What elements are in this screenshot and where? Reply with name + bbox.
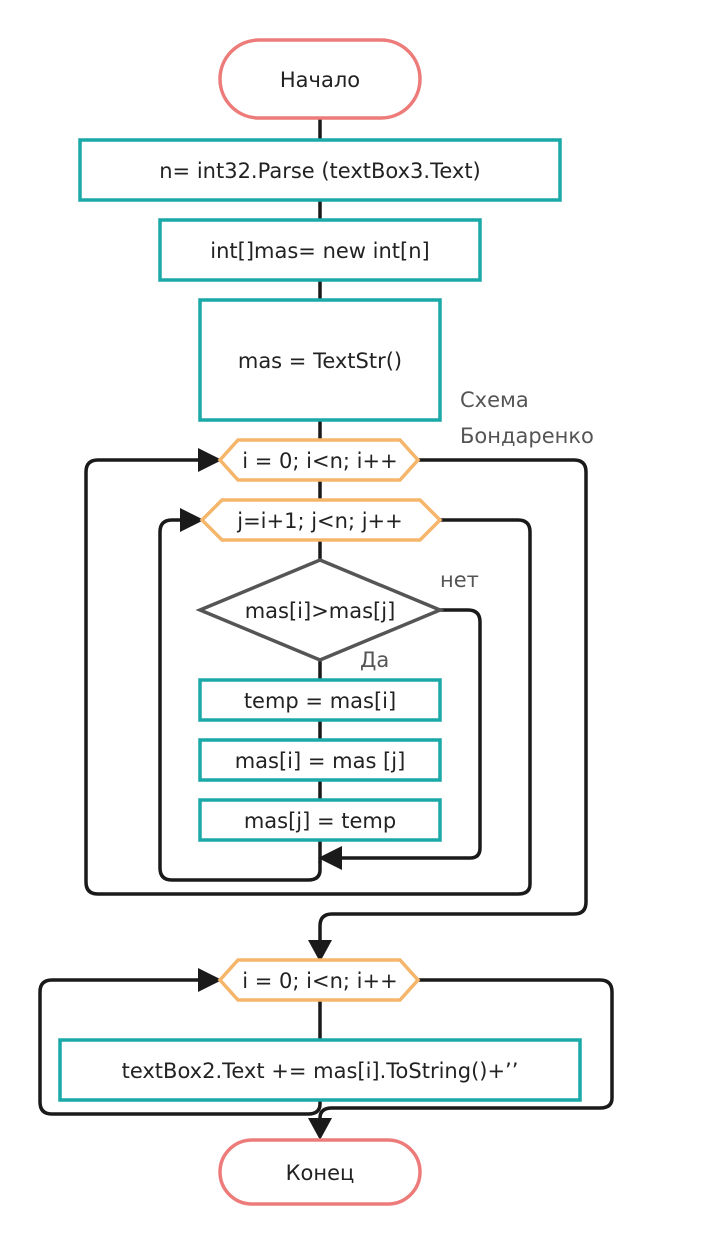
arrowhead-to-end	[308, 1118, 332, 1140]
process-parse-n: n= int32.Parse (textBox3.Text)	[78, 138, 562, 202]
connector-inner-loop-exit	[84, 458, 532, 896]
parse-n-label: n= int32.Parse (textBox3.Text)	[159, 159, 481, 183]
loop-j-hexagon: j=i+1; j<n; j++	[199, 498, 443, 542]
branch-no-label: нет	[440, 568, 479, 592]
branch-yes-label: Да	[360, 648, 389, 672]
loop-j-label: j=i+1; j<n; j++	[236, 509, 403, 533]
scheme-label-line2: Бондаренко	[460, 424, 594, 448]
swap-1-label: temp = mas[i]	[244, 689, 396, 713]
connector-output-loop-exit	[318, 978, 614, 1122]
process-swap-1: temp = mas[i]	[198, 678, 442, 722]
swap-3-label: mas[j] = temp	[244, 809, 396, 833]
connector-no-branch	[338, 608, 482, 860]
process-swap-3: mas[j] = temp	[198, 798, 442, 842]
new-array-label: int[]mas= new int[n]	[210, 239, 429, 263]
process-new-array: int[]mas= new int[n]	[158, 218, 482, 282]
arrowhead-outer-loop	[198, 448, 222, 472]
process-text-str: mas = TextStr()	[198, 298, 442, 422]
loop-i-hexagon: i = 0; i<n; i++	[217, 438, 421, 482]
start-label: Начало	[280, 68, 360, 92]
swap-2-label: mas[i] = mas [j]	[235, 749, 406, 773]
output-label: textBox2.Text += mas[i].ToString()+’’	[122, 1059, 519, 1083]
connectors	[38, 116, 614, 1140]
condition-diamond: mas[i]>mas[j]	[195, 558, 445, 662]
arrowhead-no-branch	[318, 846, 342, 870]
end-label: Конец	[286, 1161, 355, 1185]
condition-label: mas[i]>mas[j]	[245, 599, 396, 623]
connector-inner-loop-back	[158, 518, 322, 882]
loop-i-label: i = 0; i<n; i++	[242, 449, 397, 473]
loop-output-hexagon: i = 0; i<n; i++	[217, 958, 421, 1002]
process-output: textBox2.Text += mas[i].ToString()+’’	[58, 1038, 582, 1102]
loop-output-label: i = 0; i<n; i++	[242, 969, 397, 993]
scheme-label-line1: Схема	[460, 388, 529, 412]
arrowhead-output-loop	[198, 968, 222, 992]
connector-output-loop-back	[38, 978, 322, 1116]
end-terminal: Конец	[218, 1138, 422, 1206]
connector-outer-loop-exit	[318, 458, 588, 944]
text-str-label: mas = TextStr()	[238, 349, 402, 373]
arrowhead-to-output-loop	[308, 940, 332, 962]
start-terminal: Начало	[218, 38, 422, 120]
process-swap-2: mas[i] = mas [j]	[198, 738, 442, 782]
arrowhead-inner-loop	[180, 508, 204, 532]
